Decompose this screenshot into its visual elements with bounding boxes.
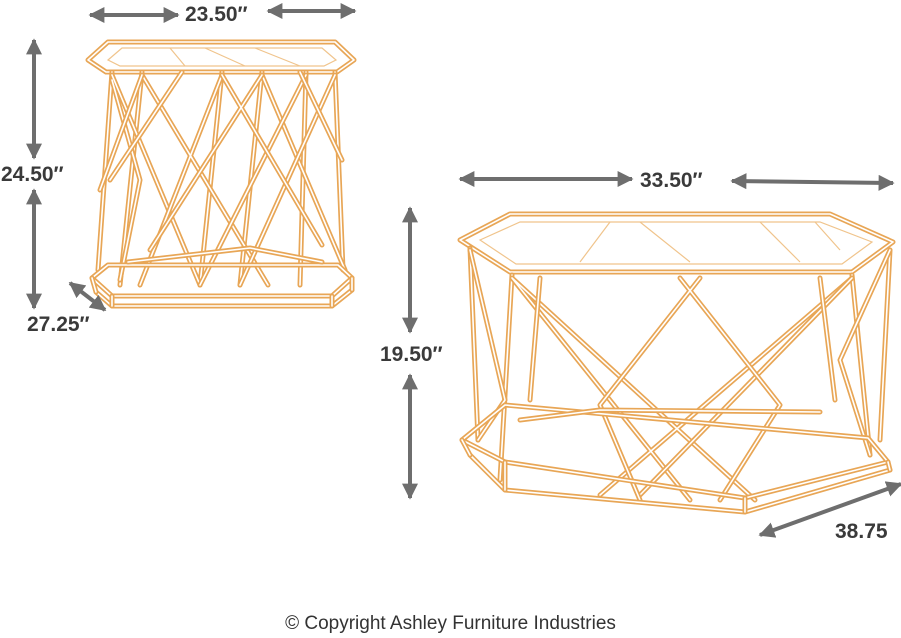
- end-table-frame: [95, 69, 348, 288]
- end-table-depth-arrow: [68, 281, 107, 312]
- frame-tube-highlight: [91, 277, 353, 307]
- end-table-glass-top: [85, 39, 357, 75]
- frame-tube-highlight: [109, 71, 323, 251]
- cocktail-table-depth-arrow: [758, 481, 901, 538]
- end-table-drawing: [85, 39, 357, 309]
- dimension-arrows: [26, 3, 901, 538]
- frame-tube-highlight: [299, 71, 343, 161]
- cocktail-table-height-label: 19.50″: [380, 343, 443, 366]
- frame-tube-highlight: [461, 439, 891, 513]
- frame-tube-highlight: [519, 409, 821, 421]
- end-table-base: [89, 245, 355, 309]
- end-table-width-label: 23.50″: [185, 3, 248, 26]
- frame-tube-highlight: [91, 264, 353, 297]
- cocktail-table-width-label: 33.50″: [640, 169, 703, 192]
- frame-tube-highlight: [469, 247, 891, 481]
- cocktail-table-depth-label: 38.75: [835, 520, 888, 543]
- frame-tube-highlight: [469, 249, 891, 496]
- frame-tube-highlight: [511, 277, 853, 501]
- cocktail-table-drawing: [457, 211, 896, 515]
- copyright-notice: © Copyright Ashley Furniture Industries: [285, 613, 616, 634]
- cocktail-table-glass-top: [457, 211, 896, 275]
- cocktail-table-frame: [467, 245, 893, 503]
- frame-tube-highlight: [459, 213, 894, 273]
- frame-tube-highlight: [469, 454, 891, 513]
- frame-tube-highlight: [127, 247, 323, 263]
- cocktail-table-width-arrow-right: [730, 173, 895, 191]
- end-table-height-label: 24.50″: [1, 163, 64, 186]
- frame-tube-highlight: [599, 277, 781, 501]
- frame-tube-highlight: [87, 41, 355, 73]
- frame-tube-highlight: [529, 277, 836, 401]
- end-table-depth-label: 27.25″: [27, 313, 90, 336]
